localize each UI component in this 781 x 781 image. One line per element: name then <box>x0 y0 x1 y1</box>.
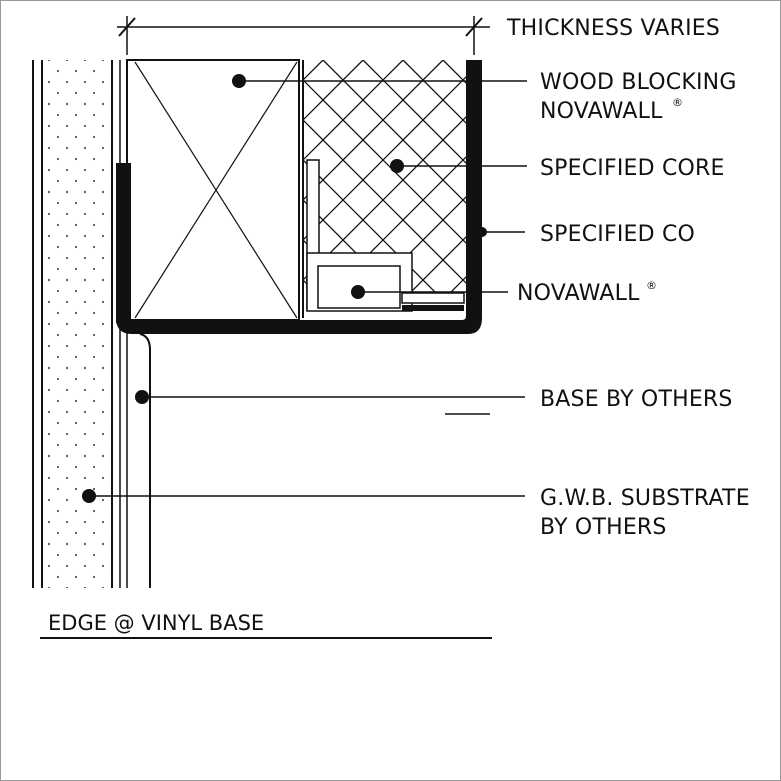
leader-gwb <box>82 489 525 503</box>
gwb-label-line2: BY OTHERS <box>540 515 667 540</box>
vinyl-base <box>126 330 151 588</box>
registered-mark-2: ® <box>646 279 657 292</box>
detail-title: EDGE @ VINYL BASE <box>48 611 264 635</box>
novawall-label-2: NOVAWALL <box>517 281 640 306</box>
base-label: BASE BY OTHERS <box>540 387 733 412</box>
dimension-line <box>117 16 490 55</box>
leader-specified-co <box>477 227 525 237</box>
specified-core-label: SPECIFIED CORE <box>540 156 725 181</box>
leader-novawall <box>351 285 508 299</box>
specified-co-label: SPECIFIED CO <box>540 222 695 247</box>
novawall-edge <box>116 60 482 334</box>
dimension-label: THICKNESS VARIES <box>506 16 720 41</box>
gwb-substrate <box>32 60 121 588</box>
leader-base <box>135 390 525 415</box>
novawall-inner-layer <box>306 159 465 312</box>
leader-specified-core <box>390 159 527 173</box>
registered-mark-1: ® <box>672 96 683 109</box>
wood-blocking <box>126 59 300 321</box>
novawall-label-1: NOVAWALL <box>540 99 663 124</box>
wood-blocking-label: WOOD BLOCKING <box>540 70 737 95</box>
gwb-label-line1: G.W.B. SUBSTRATE <box>540 486 750 511</box>
leader-wood-blocking <box>232 74 527 88</box>
